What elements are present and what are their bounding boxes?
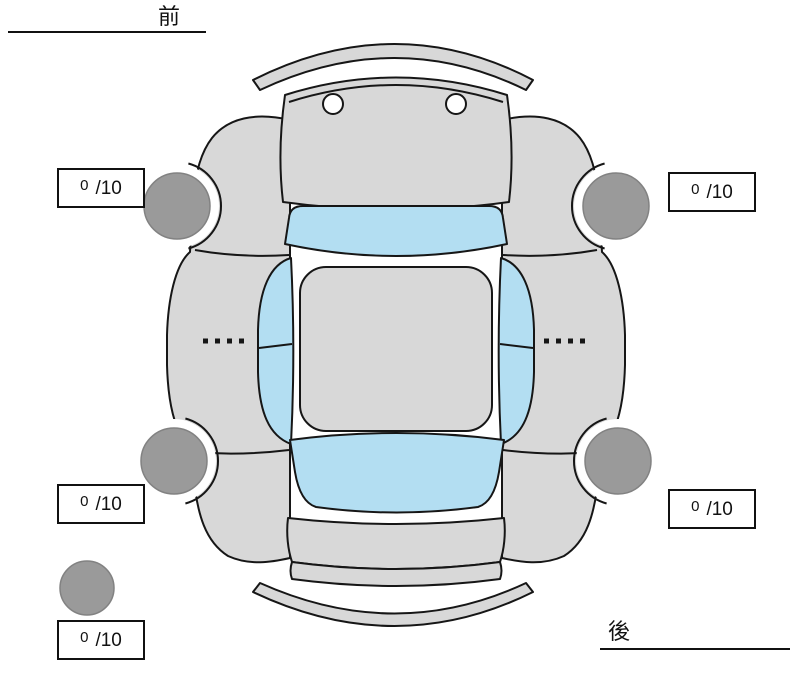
tread-score-rear-left-denominator: /10 <box>95 493 122 515</box>
rear-panel <box>289 561 503 587</box>
wheel-arch-line-front-left <box>188 162 222 250</box>
tire-front-right <box>582 172 650 240</box>
wheel-arch-line-rear-right <box>573 417 607 505</box>
door-seam-front-left <box>194 249 290 257</box>
hood-detail-circle-left <box>322 93 344 115</box>
tread-score-rear-left: 0 /10 <box>57 484 145 524</box>
rear-label: 後 <box>600 619 790 650</box>
tread-score-front-left: 0 /10 <box>57 168 145 208</box>
spare-tire <box>59 560 115 616</box>
hood-grille-line <box>288 84 504 103</box>
windshield <box>284 205 508 257</box>
side-window-left <box>257 257 295 445</box>
rear-bumper <box>252 582 534 627</box>
tread-score-front-right-value: 0 <box>691 180 700 198</box>
rear-window <box>289 432 505 514</box>
door-seam-front-right <box>502 249 598 257</box>
tread-score-rear-right-denominator: /10 <box>706 498 733 520</box>
tire-rear-right <box>584 427 652 495</box>
roof <box>299 266 493 432</box>
front-label: 前 <box>8 4 206 33</box>
b-pillar-line-left <box>258 343 293 349</box>
wheel-arch-line-rear-left <box>185 417 219 505</box>
trunk <box>286 517 506 570</box>
tread-score-front-right-denominator: /10 <box>706 181 733 203</box>
tread-score-spare-value: 0 <box>80 628 89 646</box>
hood <box>279 76 513 211</box>
tread-score-spare-denominator: /10 <box>95 629 122 651</box>
front-bumper <box>252 43 534 91</box>
tread-score-front-right: 0 /10 <box>668 172 756 212</box>
side-window-right <box>497 257 535 445</box>
tread-score-front-left-denominator: /10 <box>95 177 122 199</box>
tire-front-left <box>143 172 211 240</box>
hood-detail-circle-right <box>445 93 467 115</box>
tread-score-front-left-value: 0 <box>80 176 89 194</box>
tread-score-rear-right: 0 /10 <box>668 489 756 529</box>
front-label-text: 前 <box>157 4 180 29</box>
tread-score-rear-left-value: 0 <box>80 492 89 510</box>
rear-label-text: 後 <box>608 619 631 644</box>
tread-score-rear-right-value: 0 <box>691 497 700 515</box>
tire-rear-left <box>140 427 208 495</box>
tread-score-spare: 0 /10 <box>57 620 145 660</box>
wheel-arch-line-front-right <box>571 162 605 250</box>
b-pillar-line-right <box>499 343 534 349</box>
